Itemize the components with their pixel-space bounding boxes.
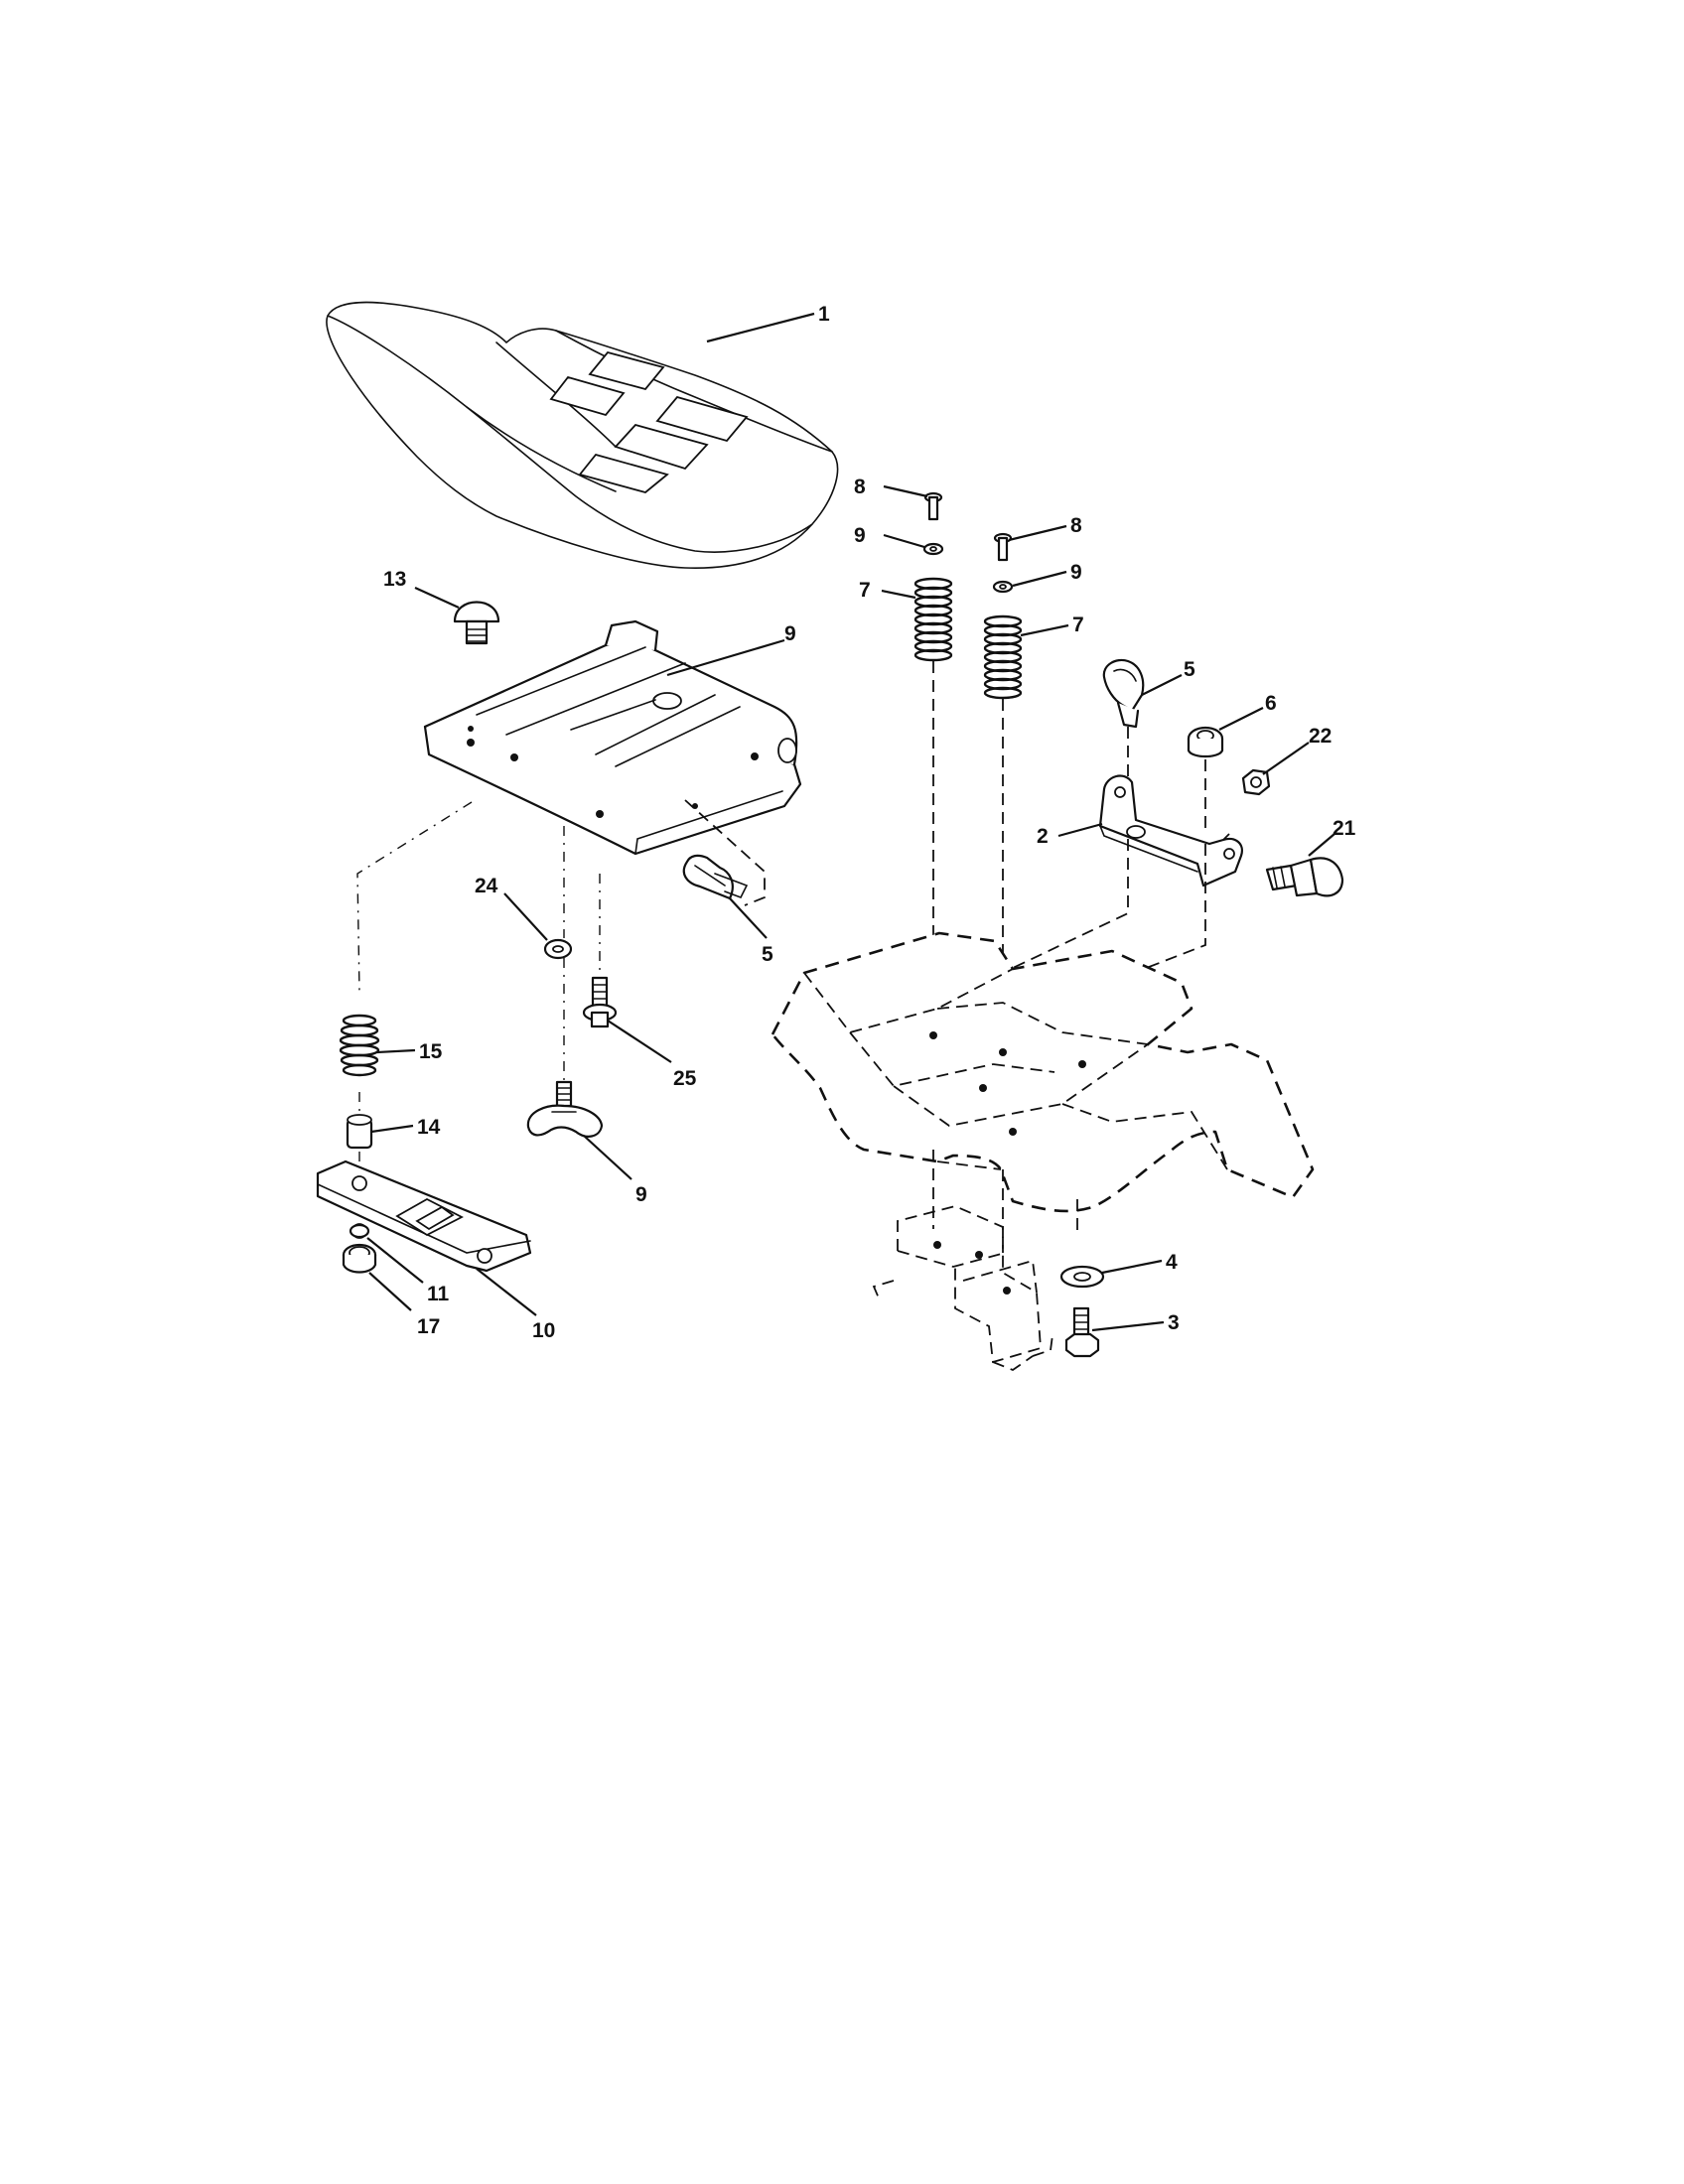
callout-9-left: 9 <box>854 524 866 547</box>
callout-7-right: 7 <box>1072 614 1084 636</box>
callout-24: 24 <box>475 875 498 897</box>
callout-14: 13 <box>383 568 406 591</box>
callout-11: 9 <box>635 1183 647 1206</box>
callout-5-left: 5 <box>762 943 773 966</box>
bolt-8-left: 8 <box>854 476 943 521</box>
flat-washer-24: 24 <box>475 875 573 960</box>
callout-1: 1 <box>818 303 830 326</box>
washer-9-left: 9 <box>854 524 944 556</box>
fender-deck <box>771 931 1315 1213</box>
callout-7-left: 7 <box>859 579 871 602</box>
callout-2: 2 <box>1037 825 1049 848</box>
callout-22: 22 <box>1309 725 1332 748</box>
callout-15: 14 <box>417 1116 441 1139</box>
compression-spring-16: 15 <box>339 1014 443 1077</box>
callout-5-right: 5 <box>1184 658 1195 681</box>
flat-washer-4: 4 <box>1059 1251 1178 1289</box>
nut-22: 22 <box>1241 725 1332 796</box>
hex-bolt-3: 3 <box>1064 1306 1180 1358</box>
seat-adjustment-knob: 9 <box>526 1080 647 1206</box>
seat-slide-plate: 10 <box>316 1160 555 1342</box>
spring-7-left: 7 <box>859 577 953 993</box>
callout-13: 11 <box>427 1283 450 1305</box>
callout-17: 17 <box>417 1315 440 1338</box>
seat: 1 <box>326 301 839 569</box>
spring-7-right: 7 <box>983 614 1084 1013</box>
callout-6: 6 <box>1265 692 1277 715</box>
frame-mount-brackets <box>872 1150 1078 1372</box>
seat-clip-right: 5 <box>1102 658 1195 794</box>
hex-nut-6: 6 <box>1187 692 1277 834</box>
callout-3: 3 <box>1168 1311 1180 1334</box>
washer-9-right: 9 <box>992 561 1082 594</box>
seat-clip-left: 5 <box>682 799 773 966</box>
seat-pan: 9 <box>423 619 802 856</box>
callout-12: 10 <box>532 1319 555 1342</box>
alignment-line-1 <box>356 801 473 994</box>
seat-hinge-bracket: 2 <box>1012 774 1243 994</box>
callout-8-left: 8 <box>854 476 866 498</box>
carriage-bolt: 13 <box>383 568 500 645</box>
callout-10: 9 <box>784 622 796 645</box>
callout-16: 15 <box>419 1040 443 1063</box>
bolt-8-right: 8 <box>993 514 1082 562</box>
nut-13: 11 <box>349 1223 450 1305</box>
shoulder-bolt-21: 21 <box>1265 817 1356 897</box>
bushing: 14 <box>346 1114 441 1150</box>
callout-8-right: 8 <box>1070 514 1082 537</box>
shoulder-bolt: 25 <box>582 874 697 1090</box>
callout-9-right: 9 <box>1070 561 1082 584</box>
callout-25: 25 <box>673 1067 697 1090</box>
callout-4: 4 <box>1166 1251 1178 1274</box>
locknut-17: 17 <box>342 1243 440 1338</box>
callout-21: 21 <box>1333 817 1356 840</box>
